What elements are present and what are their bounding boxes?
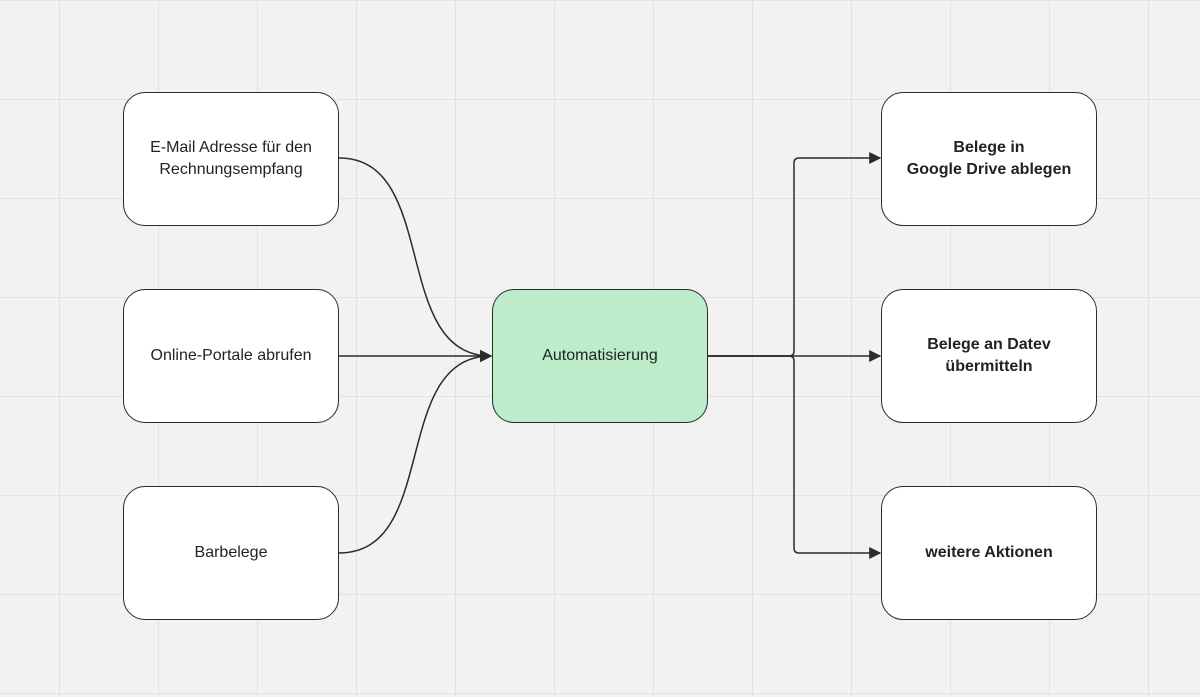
- connector-automation-to-drive[interactable]: [708, 152, 882, 357]
- node-automation-hub[interactable]: Automatisierung: [492, 289, 708, 423]
- node-online-portals[interactable]: Online-Portale abrufen: [123, 289, 339, 423]
- node-label: weitere Aktionen: [925, 544, 1053, 561]
- node-label: Automatisierung: [542, 347, 658, 364]
- node-label: Belege an Datev übermitteln: [927, 336, 1051, 375]
- node-label: Barbelege: [194, 544, 268, 561]
- connector-email-to-automation[interactable]: [338, 157, 493, 362]
- node-label: Online-Portale abrufen: [150, 347, 312, 364]
- connector-automation-to-more[interactable]: [708, 355, 882, 559]
- node-label: E-Mail Adresse für den Rechnungsempfang: [150, 139, 312, 178]
- connector-cash-to-automation[interactable]: [338, 350, 493, 554]
- node-label: Belege in Google Drive ablegen: [906, 139, 1072, 178]
- node-google-drive[interactable]: Belege in Google Drive ablegen: [881, 92, 1097, 226]
- node-datev[interactable]: Belege an Datev übermitteln: [881, 289, 1097, 423]
- node-further-actions[interactable]: weitere Aktionen: [881, 486, 1097, 620]
- node-cash-receipts[interactable]: Barbelege: [123, 486, 339, 620]
- node-email-address[interactable]: E-Mail Adresse für den Rechnungsempfang: [123, 92, 339, 226]
